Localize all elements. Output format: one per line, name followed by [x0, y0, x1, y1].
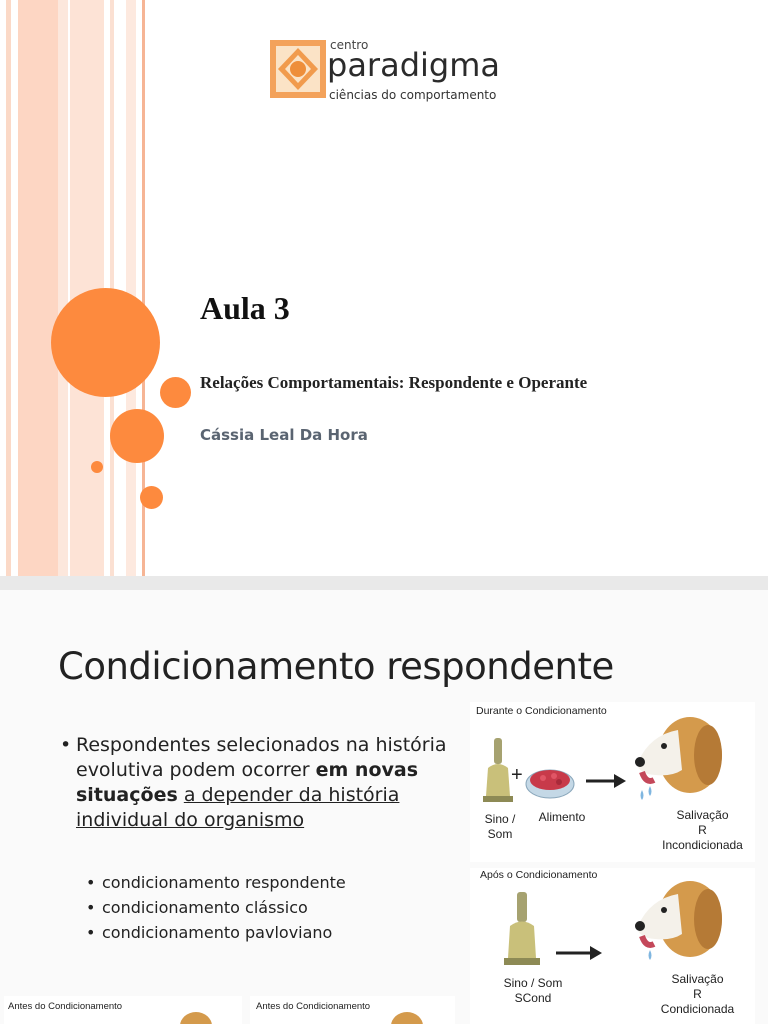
dog-icon: [635, 881, 722, 960]
decorative-circle: [51, 288, 160, 397]
bell-icon: [483, 738, 513, 802]
sub-bullet-item: • condicionamento clássico: [86, 895, 346, 920]
decorative-circle: [110, 409, 164, 463]
sub-bullet-text: condicionamento clássico: [102, 898, 308, 917]
dog-icon: [180, 1012, 212, 1024]
caption-response: Salivação R Incondicionada: [662, 808, 743, 852]
paradigma-logo-icon: [270, 40, 326, 98]
diagram-label: Durante o Condicionamento: [476, 705, 607, 717]
decorative-stripe: [58, 0, 68, 576]
caption-stimulus: Sino / Som: [484, 812, 516, 841]
decorative-stripe: [6, 0, 11, 576]
arrow-right-icon: [556, 946, 602, 960]
slide-title: Aula 3: [200, 290, 290, 326]
plus-icon: +: [511, 764, 523, 786]
decorative-stripe: [142, 0, 145, 576]
decorative-circle: [91, 461, 103, 473]
decorative-circle: [160, 377, 191, 408]
diagram-label: Antes do Condicionamento: [8, 1001, 123, 1012]
diagram-during-conditioning: Durante o Condicionamento + Sino / Som: [470, 702, 755, 862]
slide-title: Condicionamento respondente: [58, 645, 614, 688]
sub-bullet-list: • condicionamento respondente • condiciona…: [86, 870, 346, 945]
diagram-before-conditioning-left: Antes do Condicionamento: [4, 996, 242, 1024]
sub-bullet-item: • condicionamento pavloviano: [86, 920, 346, 945]
bullet-icon: •: [86, 873, 96, 892]
main-bullet-text: Respondentes selecionados na história ev…: [60, 733, 460, 833]
logo-sub-text: ciências do comportamento: [329, 88, 497, 102]
decorative-circle: [140, 486, 163, 509]
caption-stimulus: Sino / Som SCond: [503, 976, 563, 1005]
content-slide: Condicionamento respondente • Respondent…: [0, 590, 768, 1024]
bullet-text-underlined: a depender da história individual do org…: [76, 784, 400, 831]
diagram-label: Após o Condicionamento: [480, 869, 598, 881]
food-bowl-icon: [525, 769, 575, 799]
bell-icon: [504, 892, 540, 965]
bullet-icon: •: [86, 898, 96, 917]
bullet-icon: •: [86, 923, 96, 942]
diagram-before-conditioning-right: Antes do Condicionamento: [250, 996, 455, 1024]
sub-bullet-item: • condicionamento respondente: [86, 870, 346, 895]
main-bullet: • Respondentes selecionados na história …: [60, 733, 460, 833]
sub-bullet-text: condicionamento pavloviano: [102, 923, 333, 942]
bullet-icon: •: [60, 734, 72, 756]
logo-main-text: paradigma: [327, 46, 500, 84]
caption-response: Salivação R Condicionada: [660, 972, 735, 1016]
arrow-right-icon: [586, 774, 626, 788]
dog-icon: [635, 717, 722, 800]
bullet-text-bold: em novas situações: [76, 759, 419, 806]
title-slide: centro paradigma ciências do comportamen…: [0, 0, 768, 576]
logo-top-text: centro: [330, 38, 369, 52]
decorative-stripe: [18, 0, 58, 576]
decorative-stripe: [126, 0, 136, 576]
slide-author: Cássia Leal Da Hora: [200, 426, 368, 444]
sub-bullet-text: condicionamento respondente: [102, 873, 346, 892]
dog-icon: [391, 1012, 423, 1024]
caption-food: Alimento: [538, 810, 586, 824]
diagram-after-conditioning: Após o Condicionamento Sino / Som SCond …: [470, 868, 755, 1024]
diagram-label: Antes do Condicionamento: [256, 1001, 371, 1012]
slide-subtitle: Relações Comportamentais: Respondente e …: [200, 373, 588, 392]
bullet-text-part: Respondentes selecionados na história ev…: [76, 734, 447, 781]
